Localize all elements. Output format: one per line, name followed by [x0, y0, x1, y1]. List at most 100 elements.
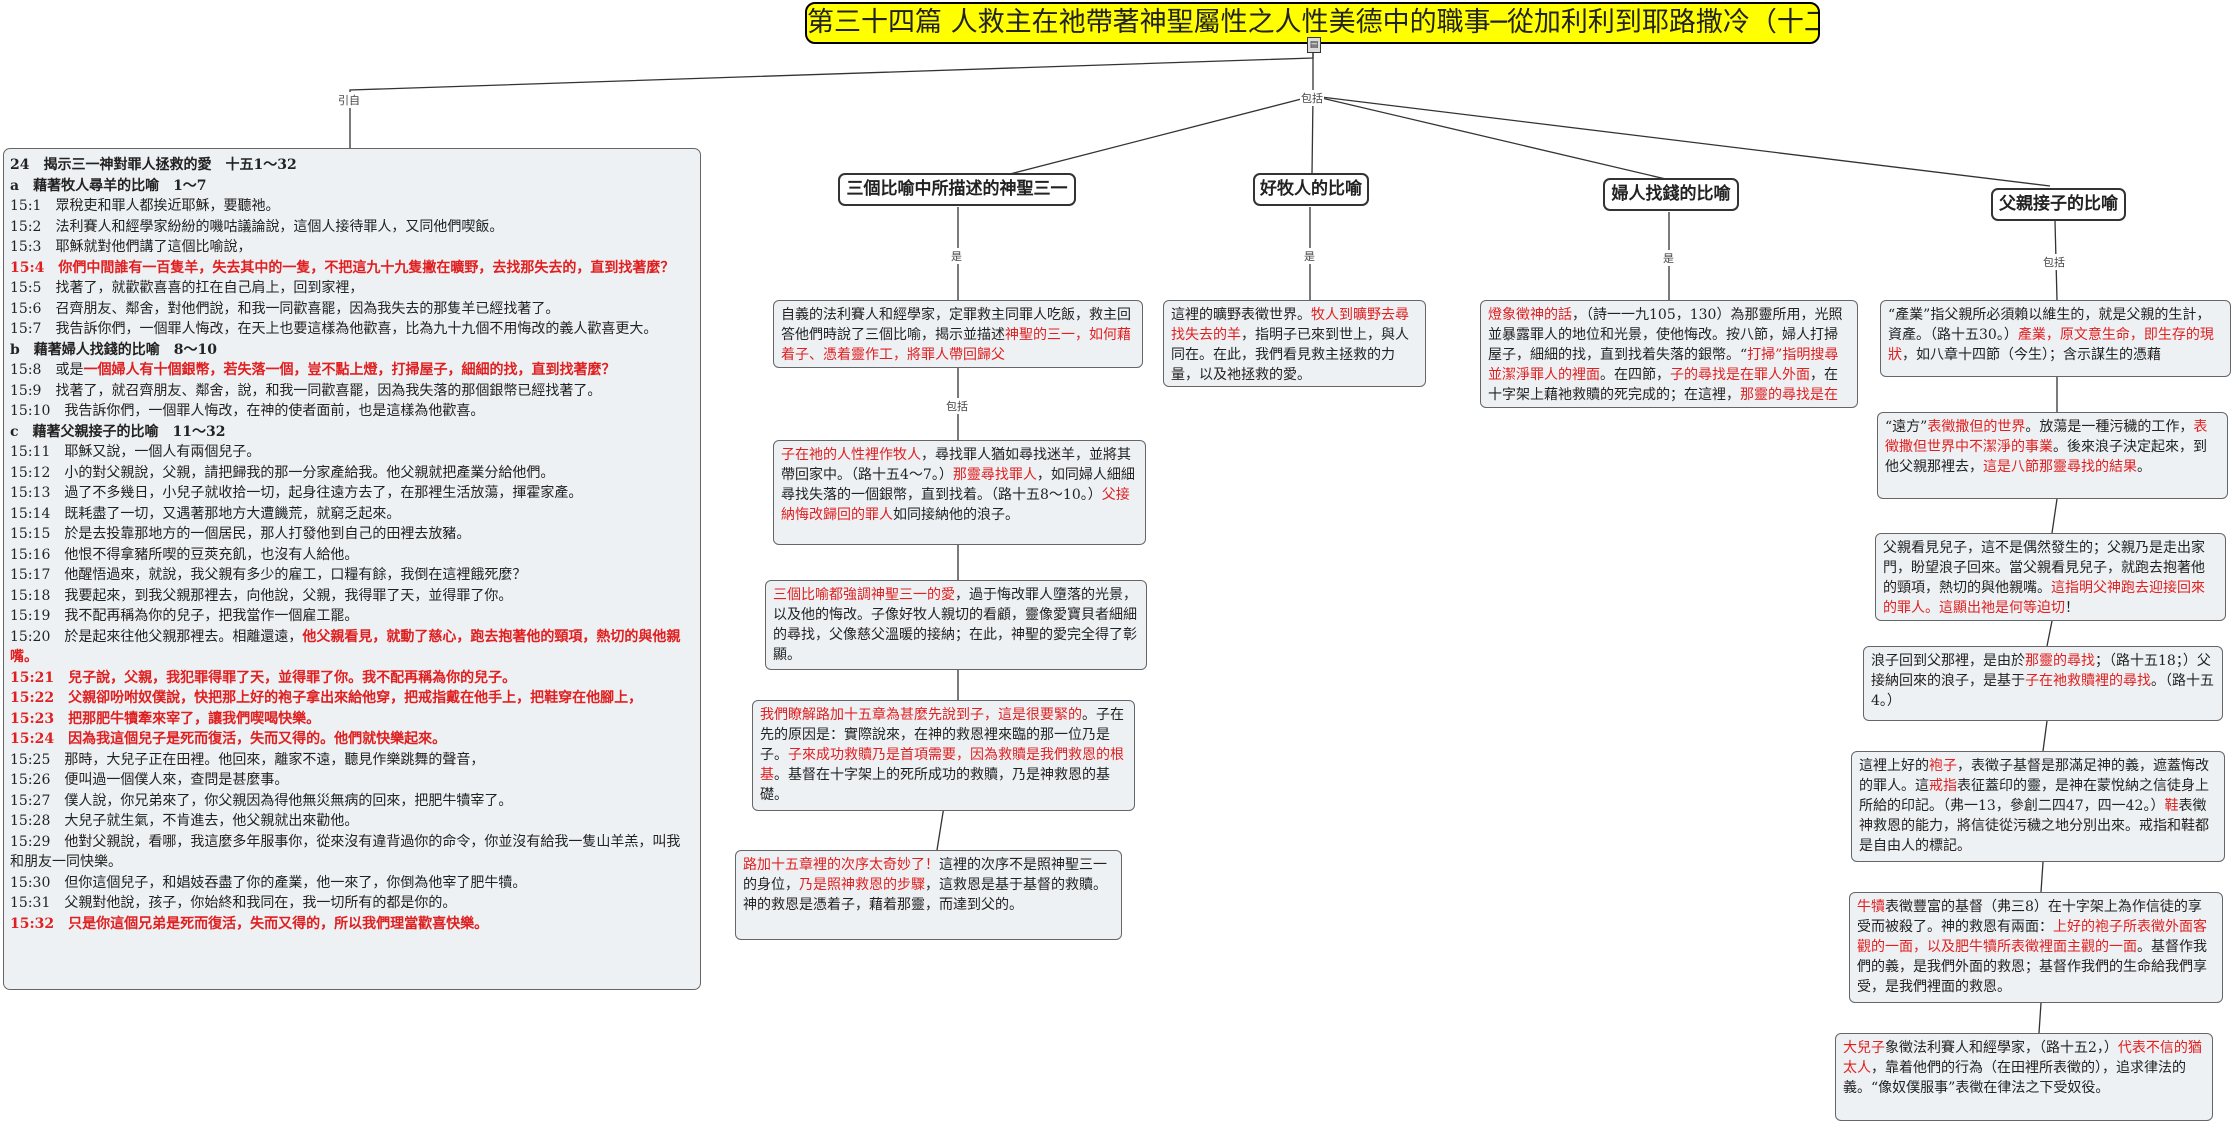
verse-line: 15:16 他恨不得拿豬所喫的豆莢充飢，也沒有人給他。: [10, 546, 359, 563]
highlighted-text: 那靈尋找罪人: [952, 467, 1037, 483]
body-text: 。基督在十字架上的死所成功的救贖，乃是神救恩的基礎。: [760, 767, 1110, 803]
highlighted-text: 表徵撒但的世界: [1927, 419, 2026, 435]
body-text: 這裡的曠野表徵世界。: [1171, 307, 1311, 323]
father-far-country-box[interactable]: “遠方”表徵撒但的世界。放蕩是一種污穢的工作，表徵撒但世界中不潔淨的事業。後來浪…: [1877, 412, 2228, 499]
highlighted-text: 子在祂救贖裡的尋找: [2025, 673, 2151, 689]
father-receives-box[interactable]: 浪子回到父那裡，是由於那靈的尋找；（路十五18；）父接納回來的浪子，是基于子在祂…: [1863, 646, 2223, 721]
verse-line: 15:15 於是去投靠那地方的一個居民，那人打發他到自己的田裡去放豬。: [10, 526, 471, 542]
category-woman[interactable]: 婦人找錢的比喻: [1603, 178, 1739, 211]
highlighted-text: 牛犢: [1857, 899, 1885, 915]
body-text: ，尋找罪人猶如尋找迷羊，並將其帶回家中。（路十五4～7。）: [781, 447, 1131, 483]
highlighted-text: 代表不信的猶太人: [1843, 1040, 2202, 1076]
link-label-is: 是: [950, 248, 963, 264]
link-label-quote: 引自: [337, 92, 361, 108]
body-text: ，指明子已來到世上，與人同在。在此，我們看見救主拯救的力量，以及祂拯救的愛。: [1171, 327, 1409, 383]
highlighted-text: 上好的袍子所表徵外面客觀的一面，以及肥牛犢所表徵裡面主觀的一面: [1857, 919, 2207, 955]
category-shepherd[interactable]: 好牧人的比喻: [1253, 173, 1369, 206]
highlighted-text: 戒指: [1929, 778, 1957, 794]
body-text: 表徵豐富的基督（弗三8）在十字架上為作信徒的享受而被殺了。神的救恩有兩面：: [1857, 899, 2202, 935]
highlighted-text: 這指明父神跑去迎接回來的罪人。這顯出祂是何等迫切: [1883, 580, 2205, 616]
shepherd-box[interactable]: 這裡的曠野表徵世界。牧人到曠野去尋找失去的羊，指明子已來到世上，與人同在。在此，…: [1163, 300, 1426, 387]
body-text: 表征蓋印的靈，是神在蒙悅納之信徒身上所給的印記。（弗一13，參創二四47，四一4…: [1859, 778, 2209, 814]
body-text: “遠方”: [1885, 419, 1928, 435]
verse-line: 15:19 我不配再稱為你的兒子，把我當作一個雇工罷。: [10, 608, 359, 624]
body-text: “產業”指父親所必須賴以維生的，就是父親的生計，資產。（路十五30。）: [1888, 307, 2211, 343]
father-elder-son-box[interactable]: 大兒子象徵法利賽人和經學家，（路十五2，）代表不信的猶太人，靠着他們的行為（在田…: [1835, 1033, 2213, 1121]
body-text: 浪子回到父那裡，是由於: [1871, 653, 2025, 669]
body-text: ！: [2065, 600, 2079, 616]
verse-line: 15:26 便叫過一個僕人來，查問是甚麼事。: [10, 772, 289, 788]
trinity-order-box[interactable]: 我們瞭解路加十五章為甚麼先說到子，這是很要緊的。子在先的原因是：實際說來，在神的…: [752, 700, 1135, 811]
verse-line: 15:22 父親卻吩咐奴僕說，快把那上好的袍子拿出來給他穿，把戒指戴在他手上，把…: [10, 690, 643, 706]
highlighted-text: 產業，原文意生命，即生存的現狀: [1888, 327, 2214, 363]
verse-line: 15:8 或是一個婦人有十個銀幣，若失落一個，豈不點上燈，打掃屋子，細細的找，直…: [10, 362, 616, 378]
highlighted-text: 子在祂的人性裡作牧人: [781, 447, 921, 463]
verse-line: 15:23 把那肥牛犢牽來宰了，讓我們喫喝快樂。: [10, 710, 321, 727]
trinity-intro-box[interactable]: 自義的法利賽人和經學家，定罪救主同罪人吃飯，救主回答他們時說了三個比喻，揭示並描…: [773, 300, 1143, 368]
highlighted-text: 那靈的尋找是在罪人裡面: [1740, 387, 1838, 403]
verse-line: 15:32 只是你這個兄弟是死而復活，失而又得的，所以我們理當歡喜快樂。: [10, 915, 489, 932]
category-father[interactable]: 父親接子的比喻: [1991, 188, 2126, 221]
link-label-is: 是: [1303, 248, 1316, 264]
body-text: 。: [2137, 459, 2151, 475]
father-calf-box[interactable]: 牛犢表徵豐富的基督（弗三8）在十字架上為作信徒的享受而被殺了。神的救恩有兩面：上…: [1849, 892, 2223, 1003]
body-text: 。基督作我們的義，是我們外面的救恩；基督作我們的生命給我們享受，是我們裡面的救恩…: [1857, 939, 2207, 995]
highlighted-verse-text: 他父親看見，就動了慈心，跑去抱著他的頸項，熱切的與他親嘴。: [10, 628, 681, 666]
verse-line: 15:4 你們中間誰有一百隻羊，失去其中的一隻，不把這九十九隻撇在曠野，去找那失…: [10, 259, 675, 276]
body-text: ，（詩一一九105，130）為那靈所用，光照並暴露罪人的地位和光景，使他悔改。按…: [1488, 307, 1843, 363]
verse-line: 15:3 耶穌就對他們講了這個比喻說，: [10, 239, 252, 255]
trinity-love-box[interactable]: 三個比喻都強調神聖三一的愛，過于悔改罪人墮落的光景，以及他的悔改。子像好牧人親切…: [765, 580, 1147, 670]
highlighted-text: 鞋: [2164, 798, 2179, 814]
highlighted-text: 大兒子: [1843, 1040, 1885, 1056]
body-text: 如同接納他的浪子。: [893, 507, 1019, 523]
highlighted-text: 神聖的三一，如何藉着子、憑着靈作工，將罪人帶回歸父: [781, 327, 1131, 363]
verse-line: 15:10 我告訴你們，一個罪人悔改，在神的使者面前，也是這樣為他歡喜。: [10, 403, 485, 419]
woman-box[interactable]: 燈象徵神的話，（詩一一九105，130）為那靈所用，光照並暴露罪人的地位和光景，…: [1480, 300, 1858, 408]
verse-line: 15:2 法利賽人和經學家紛紛的嘰咕議論說，這個人接待罪人，又同他們喫飯。: [10, 218, 504, 235]
verse-line: 15:25 那時，大兒子正在田裡。他回來，離家不遠，聽見作樂跳舞的聲音，: [10, 751, 485, 768]
note-icon[interactable]: ▤: [1307, 37, 1321, 53]
verse-line: 15:11 耶穌又說，一個人有兩個兒子。: [10, 444, 261, 460]
verse-line: 15:31 父親對他說，孩子，你始終和我同在，我一切所有的都是你的。: [10, 895, 457, 911]
body-text: ，如同婦人細細尋找失落的一個銀幣，直到找着。（路十五8～10。）: [781, 467, 1135, 503]
highlighted-text: 三個比喻都強調神聖三一的愛: [773, 587, 955, 603]
verse-line: 15:17 他醒悟過來，就說，我父親有多少的雇工，口糧有餘，我倒在這裡餓死麼？: [10, 567, 527, 583]
body-text: 這裡的次序不是照神聖三一的身位，: [743, 857, 1107, 893]
verse-line: 15:7 我告訴你們，一個罪人悔改，在天上也要這樣為他歡喜，比為九十九個不用悔改…: [10, 321, 658, 337]
highlighted-text: 子來成功救贖乃是首項需要，因為救贖是我們救恩的根基: [760, 747, 1124, 783]
body-text: 。後來浪子決定起來，到他父親那裡去，: [1885, 439, 2207, 475]
highlighted-text: 子的尋找是在罪人外面: [1670, 367, 1810, 383]
body-text: ；（路十五18；）父接納回來的浪子，是基于: [1871, 653, 2211, 689]
highlighted-text: 我們瞭解路加十五章為甚麼先說到子，這是很要緊的: [760, 707, 1082, 723]
category-trinity[interactable]: 三個比喻中所描述的神聖三一: [838, 173, 1076, 206]
body-text: ，靠着他們的行為（在田裡所表徵的），追求律法的義。“像奴僕服事”表徵在律法之下受…: [1843, 1060, 2186, 1096]
father-robe-ring-shoes-box[interactable]: 這裡上好的袍子，表徵子基督是那滿足神的義，遮蓋悔改的罪人。這戒指表征蓋印的靈，是…: [1851, 751, 2225, 862]
highlighted-text: 父接納悔改歸回的罪人: [781, 487, 1130, 523]
verse-line: 15:27 僕人說，你兄弟來了，你父親因為得他無災無病的回來，把肥牛犢宰了。: [10, 792, 513, 809]
body-text: ，藉祂在悔改罪人裡面的工作執行的。: [1544, 407, 1782, 408]
verse-line: 15:29 他對父親說，看哪，我這麼多年服事你，從來沒有違背過你的命令，你並沒有…: [10, 833, 681, 871]
trinity-wonder-box[interactable]: 路加十五章裡的次序太奇妙了！這裡的次序不是照神聖三一的身位，乃是照神救恩的步驟，…: [735, 850, 1122, 940]
trinity-son-box[interactable]: 子在祂的人性裡作牧人，尋找罪人猶如尋找迷羊，並將其帶回家中。（路十五4～7。）那…: [773, 440, 1146, 545]
verse-line: 15:30 但你這個兒子，和娼妓吞盡了你的產業，他一來了，你倒為他宰了肥牛犢。: [10, 874, 527, 891]
verse-line: 15:21 兒子說，父親，我犯罪得罪了天，並得罪了你。我不配再稱為你的兒子。: [10, 669, 517, 686]
highlighted-text: 燈象徵神的話: [1488, 307, 1572, 323]
father-inheritance-box[interactable]: “產業”指父親所必須賴以維生的，就是父親的生計，資產。（路十五30。）產業，原文…: [1880, 300, 2231, 377]
highlighted-text: 打掃”指明搜尋並潔淨罪人的裡面: [1488, 347, 1839, 383]
body-text: 。（路十五4。）: [1871, 673, 2214, 709]
body-text: 自義的法利賽人和經學家，定罪救主同罪人吃飯，救主回答他們時說了三個比喻，揭示並描…: [781, 307, 1131, 343]
link-label-include: 包括: [1300, 90, 1324, 106]
link-label-include: 包括: [2042, 254, 2066, 270]
verse-line: 15:12 小的對父親說，父親，請把歸我的那一分家產給我。他父親就把產業分給他們…: [10, 464, 555, 481]
father-sees-son-box[interactable]: 父親看見兒子，這不是偶然發生的；父親乃是走出家門，盼望浪子回來。當父親看見兒子，…: [1875, 533, 2226, 621]
verse-line: 15:28 大兒子就生氣，不肯進去，他父親就出來勸他。: [10, 813, 359, 829]
verse-line: 15:5 找著了，就歡歡喜喜的扛在自己肩上，回到家裡，: [10, 280, 364, 296]
verse-line: 15:14 既耗盡了一切，又遇著那地方大遭饑荒，就窮乏起來。: [10, 505, 401, 522]
verse-line: 15:24 因為我這個兒子是死而復活，失而又得的。他們就快樂起來。: [10, 731, 447, 747]
highlighted-text: 袍子: [1929, 758, 1957, 774]
verse-line: b 藉著婦人找錢的比喻 8～10: [10, 341, 218, 358]
body-text: ，過于悔改罪人墮落的光景，以及他的悔改。子像好牧人親切的看顧，靈像愛寶貝者細細的…: [773, 587, 1137, 663]
highlighted-text: 牧人到曠野去尋找失去的羊: [1171, 307, 1409, 343]
